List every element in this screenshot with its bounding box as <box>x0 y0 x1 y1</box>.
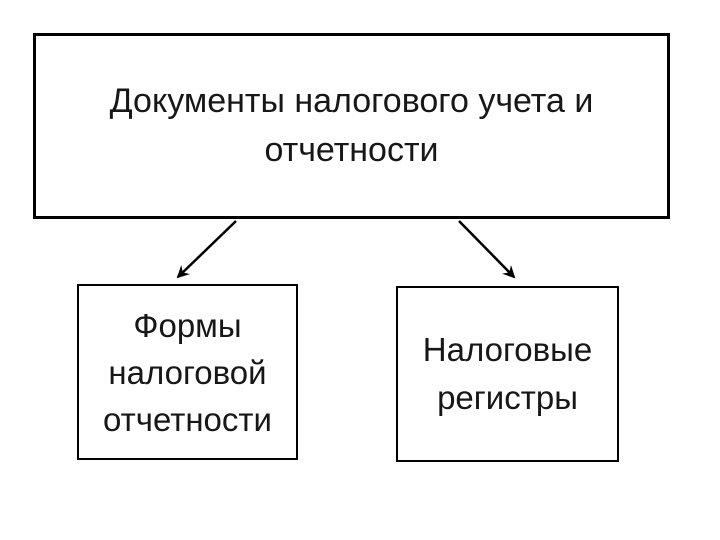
node-tax-documents: Документы налогового учета и отчетности <box>33 33 670 219</box>
connector-arrow-to-forms <box>176 220 237 279</box>
node-tax-report-forms-line3: отчетности <box>103 400 272 438</box>
node-tax-report-forms: Формы налоговой отчетности <box>77 284 298 460</box>
node-tax-documents-line2: отчетности <box>264 131 439 169</box>
node-tax-report-forms-line2: налоговой <box>108 353 267 391</box>
node-tax-report-forms-line1: Формы <box>133 306 242 344</box>
node-tax-registers: Налоговые регистры <box>396 286 619 462</box>
node-tax-registers-line1: Налоговые <box>422 331 593 368</box>
node-tax-registers-line2: регистры <box>437 379 578 416</box>
connector-arrow-to-registers <box>458 220 516 279</box>
node-tax-documents-line1: Документы налогового учета и <box>109 82 594 120</box>
